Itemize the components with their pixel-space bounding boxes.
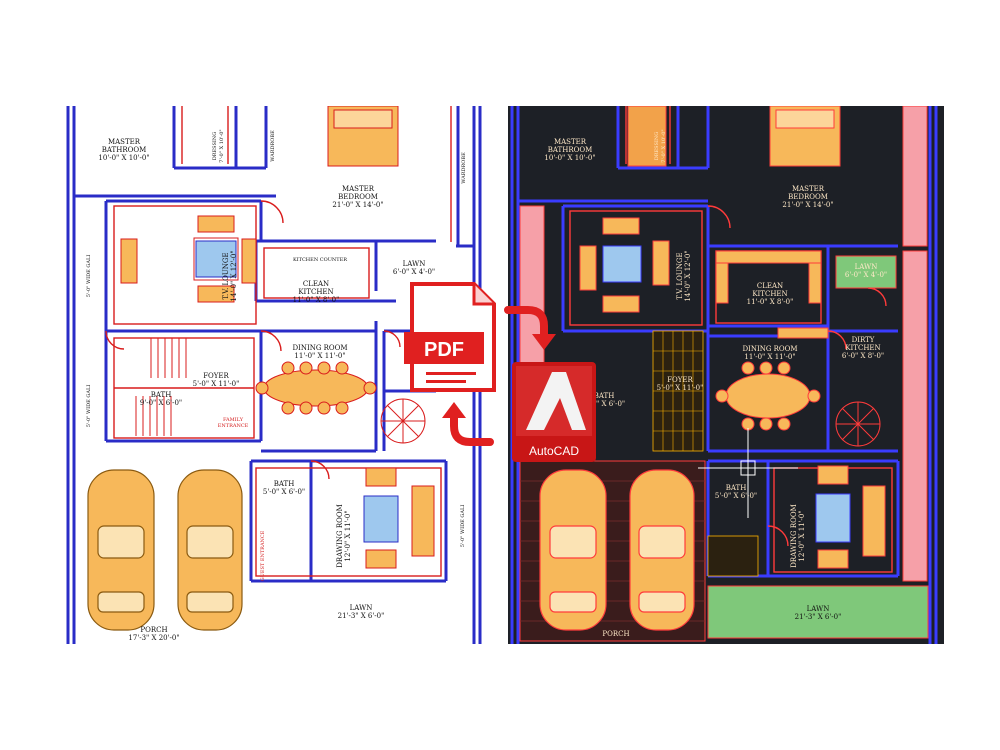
pdf-file-icon: PDF xyxy=(404,282,496,392)
drawing-room-label: DRAWING ROOM12'-0" X 11'-0" xyxy=(336,504,352,567)
wide-gali-label-3: 5'-0" WIDE GALI xyxy=(460,505,466,548)
pdf-to-autocad-graphic: PDF AutoCAD xyxy=(404,280,604,470)
cad-dressing-label: DRESSING7'-0" X 10'-0" xyxy=(654,129,667,162)
wide-gali-label-1: 5'-0" WIDE GALI xyxy=(86,255,92,298)
autocad-icon: AutoCAD xyxy=(512,362,596,462)
autocad-label: AutoCAD xyxy=(529,444,579,458)
wide-gali-label-2: 5'-0" WIDE GALI xyxy=(86,385,92,428)
dressing-label: DRESSING7'-0" X 10'-0" xyxy=(212,129,225,162)
pdf-label: PDF xyxy=(424,339,464,361)
convert-arrow-icon xyxy=(450,306,548,446)
kitchen-counter-label: KITCHEN COUNTER xyxy=(293,257,347,263)
tv-lounge-label: T.V. LOUNGE14'-0" X 12'-0" xyxy=(222,250,238,301)
cad-crosshair-icon xyxy=(698,428,798,518)
cad-tv-lounge-label: T.V. LOUNGE14'-0" X 12'-0" xyxy=(676,250,692,301)
wardrobe-label-1: WARDROBE xyxy=(270,130,276,162)
guest-entrance-label: GUEST ENTRANCE xyxy=(260,530,266,581)
cad-drawing-room-label: DRAWING ROOM12'-0" X 11'-0" xyxy=(790,504,806,567)
cad-porch-label: PORCH xyxy=(602,630,629,638)
wardrobe-label-2: WARDROBE xyxy=(461,152,467,184)
car-icon xyxy=(87,469,243,631)
